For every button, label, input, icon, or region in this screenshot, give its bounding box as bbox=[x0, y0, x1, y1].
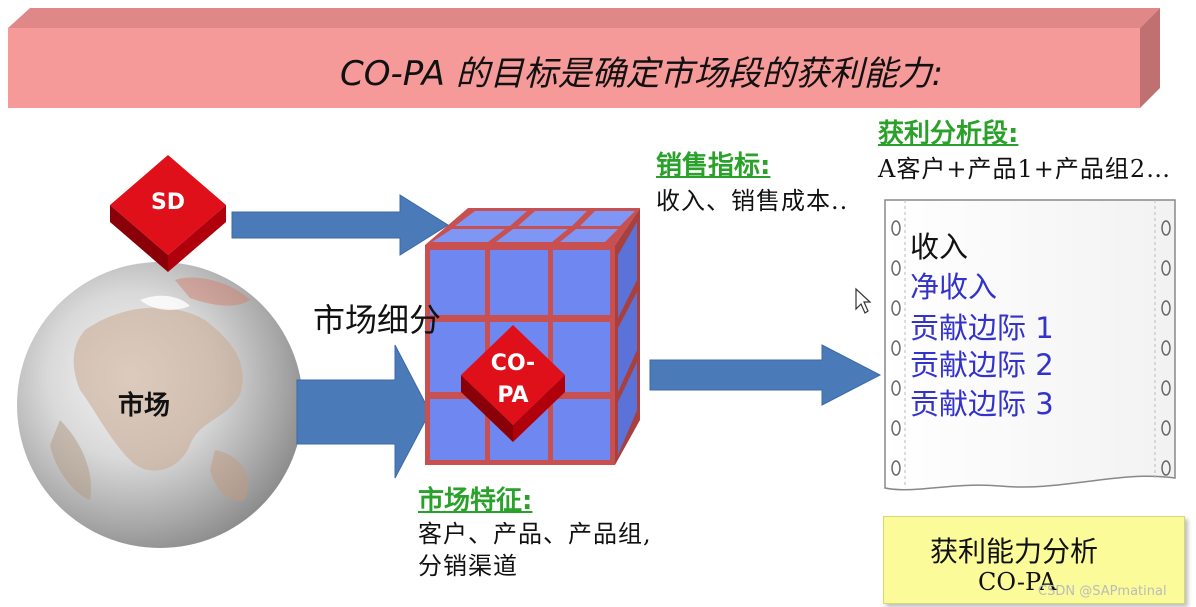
report-item-net-revenue: 净收入 bbox=[910, 270, 998, 304]
sales-metrics-text: 收入、销售成本.. bbox=[656, 187, 849, 215]
market-features-heading: 市场特征: bbox=[418, 486, 533, 516]
report-item-contribution-1: 贡献边际 1 bbox=[910, 311, 1054, 345]
banner-title: CO-PA 的目标是确定市场段的获利能力: bbox=[340, 54, 944, 94]
arrow-sd-to-cube bbox=[231, 194, 449, 256]
copa-label-line1: CO- bbox=[490, 351, 536, 376]
report-paper bbox=[884, 199, 1176, 491]
segmentation-label: 市场细分 bbox=[313, 301, 442, 339]
title-banner bbox=[8, 8, 1160, 108]
profit-segment-text: A客户+产品1+产品组2… bbox=[878, 155, 1172, 183]
summary-box bbox=[883, 516, 1185, 604]
arrow-cube-to-report bbox=[649, 344, 882, 406]
sd-label: SD bbox=[150, 190, 186, 215]
report-item-contribution-2: 贡献边际 2 bbox=[910, 348, 1054, 382]
copa-label: CO- PA bbox=[478, 348, 548, 412]
report-item-contribution-3: 贡献边际 3 bbox=[910, 387, 1054, 421]
market-label: 市场 bbox=[118, 391, 171, 421]
profit-segment-heading: 获利分析段: bbox=[878, 119, 1019, 149]
market-features-line1: 客户、产品、产品组, bbox=[418, 520, 652, 548]
copa-diamond-icon bbox=[461, 325, 565, 442]
watermark: CSDN @SAPmatinal bbox=[1038, 584, 1167, 599]
globe-icon bbox=[17, 262, 303, 548]
data-cube bbox=[425, 208, 640, 465]
summary-title: 获利能力分析 bbox=[930, 535, 1099, 568]
market-features-line2: 分销渠道 bbox=[418, 552, 518, 580]
report-title: 收入 bbox=[910, 230, 969, 264]
sales-metrics-heading: 销售指标: bbox=[656, 151, 771, 181]
sd-diamond-icon bbox=[110, 155, 226, 272]
copa-label-line2: PA bbox=[497, 383, 529, 408]
mouse-cursor-icon bbox=[855, 287, 872, 314]
arrow-market-to-cube bbox=[296, 344, 431, 479]
summary-subtitle: CO-PA bbox=[978, 568, 1057, 596]
